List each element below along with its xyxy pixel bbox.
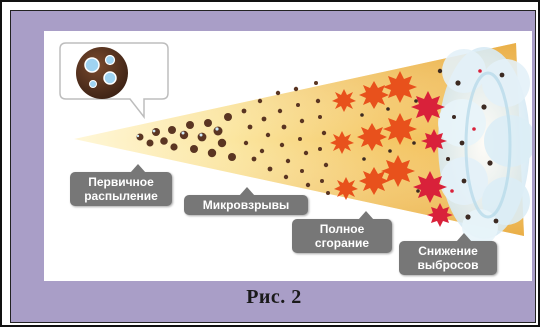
stage-label-emission-reduction: Снижение выбросов bbox=[399, 241, 497, 275]
stage-label-complete-combustion: Полное сгорание bbox=[292, 219, 392, 253]
stage-label-micro-explosions: Микровзрывы bbox=[184, 195, 308, 215]
figure-caption: Рис. 2 bbox=[11, 286, 537, 309]
water-in-fuel-droplet-icon bbox=[60, 43, 168, 117]
figure-panel: Первичное распыление Микровзрывы Полное … bbox=[10, 10, 536, 323]
spray-diagram: Первичное распыление Микровзрывы Полное … bbox=[44, 31, 532, 281]
stage-label-primary-spray: Первичное распыление bbox=[70, 172, 172, 206]
